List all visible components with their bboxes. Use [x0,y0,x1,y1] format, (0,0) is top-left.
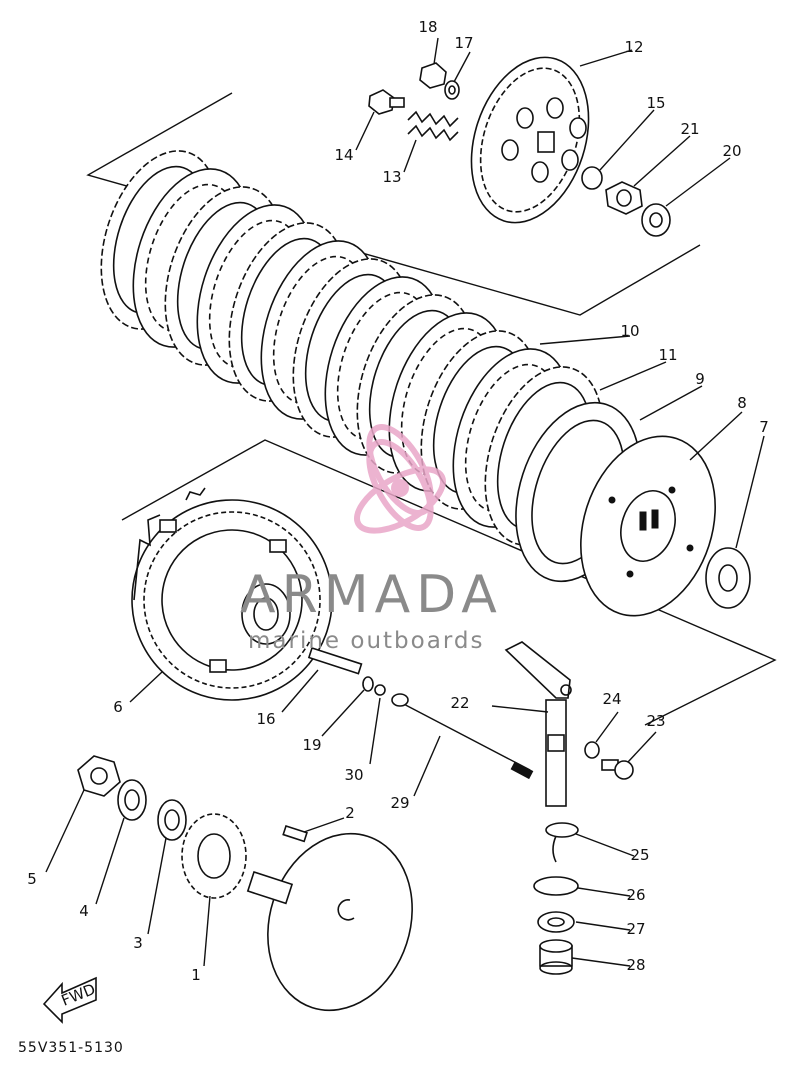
washer-4 [117,779,147,821]
lock-washer-20 [641,203,671,237]
gear-1 [181,813,247,899]
callout-5: 5 [27,870,37,888]
bolt-14 [368,89,405,115]
callout-24: 24 [602,690,621,708]
push-rod-16 [307,646,363,675]
fwd-arrow-icon [42,976,97,1024]
callout-2: 2 [345,804,355,822]
nut-18 [419,62,447,89]
leader-line-21 [633,135,691,187]
callout-28: 28 [626,956,645,974]
leader-line-25 [575,833,635,857]
leader-line-6 [129,671,163,703]
watermark-brand: ARMADA [240,565,503,625]
callout-leaders [45,37,765,967]
callout-8: 8 [737,394,747,412]
push-lever-22 [504,641,572,807]
push-rod-29 [391,693,534,780]
leader-line-16 [281,669,319,713]
callout-29: 29 [390,794,409,812]
leader-line-8 [689,411,743,461]
hub-frame [121,439,777,726]
leader-line-5 [45,789,85,873]
leader-line-19 [321,689,365,737]
callout-9: 9 [695,370,705,388]
pressure-plate-12 [470,56,590,224]
screw-23 [601,759,634,780]
leader-line-26 [577,887,631,897]
lock-washer-7 [705,547,751,609]
callout-12: 12 [624,38,643,56]
callout-22: 22 [450,694,469,712]
leader-line-10 [539,335,631,345]
bearing-28 [539,939,573,975]
oil-seal-27 [537,911,575,933]
crankshaft-weight [246,832,413,1012]
leader-line-23 [627,731,657,763]
callout-19: 19 [302,736,321,754]
callout-10: 10 [620,322,639,340]
callout-6: 6 [113,698,123,716]
callout-11: 11 [658,346,677,364]
leader-line-15 [599,109,655,171]
leader-line-13 [403,139,417,173]
callout-26: 26 [626,886,645,904]
leader-line-17 [453,51,471,83]
nut-21 [605,181,643,215]
callout-13: 13 [382,168,401,186]
spring-13 [407,110,459,142]
clutch-housing-6 [131,487,333,701]
callout-18: 18 [418,18,437,36]
washer-17 [444,80,460,100]
ball-30 [374,684,386,696]
circlip-26 [533,876,579,896]
callout-3: 3 [133,934,143,952]
callout-25: 25 [630,846,649,864]
leader-line-30 [369,697,381,765]
leader-line-4 [95,817,125,905]
leader-line-12 [579,49,633,67]
leader-line-27 [575,921,631,931]
callout-labels: 1234567891011121314151617181920212223242… [27,18,769,984]
leader-line-11 [599,361,667,391]
washer-24 [584,741,600,759]
clutch-plate-stack [100,150,604,546]
callout-27: 27 [626,920,645,938]
diagram-code: 55V351-5130 [18,1040,124,1056]
clutch-boss-8 [580,435,716,617]
leader-line-9 [639,385,703,421]
callout-17: 17 [454,34,473,52]
leader-line-14 [355,111,375,151]
leader-line-18 [433,37,439,65]
watermark-tagline: marine outboards [248,628,484,654]
callout-4: 4 [79,902,89,920]
callout-7: 7 [759,418,769,436]
callout-21: 21 [680,120,699,138]
callout-15: 15 [646,94,665,112]
leader-line-20 [665,157,731,207]
leader-line-24 [595,711,619,743]
armada-logo-icon [354,424,446,534]
callout-14: 14 [334,146,353,164]
nut-5 [77,755,121,797]
leader-line-7 [735,435,765,549]
o-ring-19 [362,676,374,692]
callout-1: 1 [191,966,201,984]
callout-23: 23 [646,712,665,730]
pin-25 [545,822,579,863]
leader-line-2 [303,817,345,833]
callout-16: 16 [256,710,275,728]
leader-line-28 [571,957,631,967]
leader-line-29 [413,735,441,797]
callout-20: 20 [722,142,741,160]
key-2 [282,824,308,843]
leader-line-22 [491,705,549,713]
leader-line-1 [203,895,211,967]
callout-30: 30 [344,766,363,784]
washer-3 [157,799,187,841]
washer-15 [581,166,603,190]
leader-line-3 [147,837,167,935]
